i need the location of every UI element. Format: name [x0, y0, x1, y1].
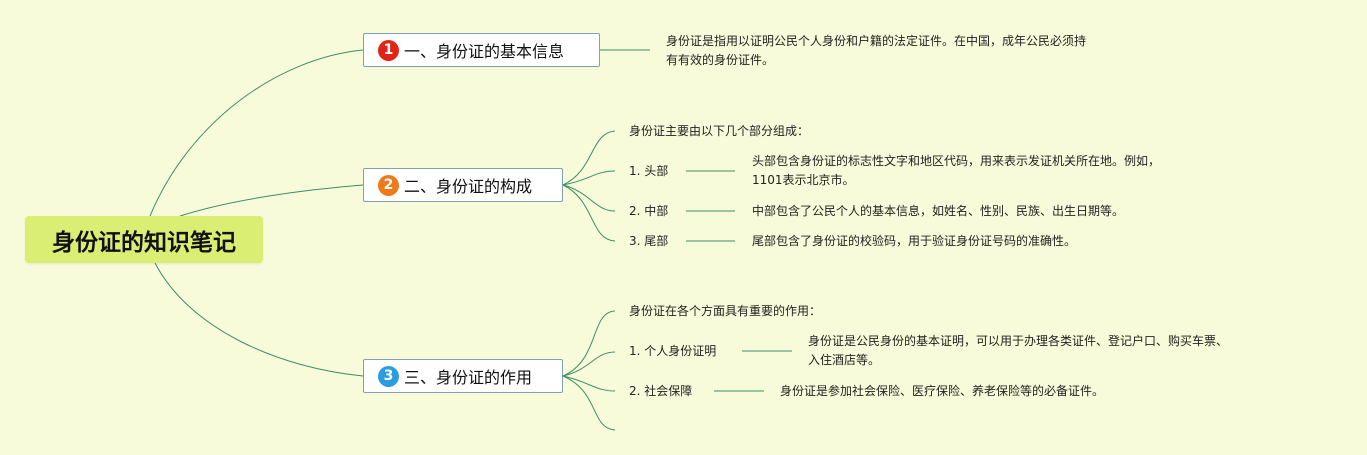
detail-basic-info[interactable]: 身份证是指用以证明公民个人身份和户籍的法定证件。在中国，成年公民必须持 有有效的… [666, 32, 1086, 70]
connector-root-branch1 [149, 49, 364, 217]
function-item-social-security[interactable]: 2. 社会保障 [629, 384, 693, 398]
connector-branch3-item1 [562, 351, 616, 377]
composition-item-middle-desc[interactable]: 中部包含了公民个人的基本信息，如姓名、性别、民族、出生日期等。 [752, 204, 1125, 218]
branch-title: 一、身份证的基本信息 [404, 42, 565, 61]
detail-line: 1101表示北京市。 [752, 173, 855, 187]
detail-line: 入住酒店等。 [808, 353, 881, 367]
connector-branch2-intro [562, 130, 616, 186]
connector-branch3-trail [562, 375, 616, 431]
composition-item-tail[interactable]: 3. 尾部 [629, 234, 669, 248]
number-badge-2-icon: 2 [378, 174, 399, 196]
detail-line: 身份证是公民身份的基本证明，可以用于办理各类证件、登记户口、购买车票、 [808, 334, 1229, 348]
composition-item-middle[interactable]: 2. 中部 [629, 204, 669, 218]
branch-title: 三、身份证的作用 [404, 368, 533, 387]
connector-branch2-item1 [562, 170, 616, 186]
number-badge-3-icon: 3 [378, 365, 399, 387]
composition-intro[interactable]: 身份证主要由以下几个部分组成： [629, 124, 810, 138]
function-item-identity[interactable]: 1. 个人身份证明 [629, 344, 717, 358]
connector-root-branch2 [179, 184, 364, 217]
detail-line: 身份证是指用以证明公民个人身份和户籍的法定证件。在中国，成年公民必须持 [666, 34, 1087, 48]
function-item-identity-desc[interactable]: 身份证是公民身份的基本证明，可以用于办理各类证件、登记户口、购买车票、 入住酒店… [808, 332, 1228, 370]
connector-branch3-intro [562, 310, 616, 377]
function-intro[interactable]: 身份证在各个方面具有重要的作用： [629, 304, 822, 318]
branch-basic-info[interactable]: 1 一、身份证的基本信息 [363, 33, 600, 67]
composition-item-head[interactable]: 1. 头部 [629, 164, 669, 178]
branch-title: 二、身份证的构成 [404, 177, 533, 196]
composition-item-tail-desc[interactable]: 尾部包含了身份证的校验码，用于验证身份证号码的准确性。 [752, 234, 1077, 248]
central-topic-label: 身份证的知识笔记 [52, 229, 236, 256]
connector-root-branch3 [154, 262, 364, 377]
central-topic[interactable]: 身份证的知识笔记 [25, 216, 263, 263]
composition-item-head-desc[interactable]: 头部包含身份证的标志性文字和地区代码，用来表示发证机关所在地。例如， 1101表… [752, 152, 1160, 190]
branch-composition[interactable]: 2 二、身份证的构成 [363, 168, 563, 202]
function-item-social-security-desc[interactable]: 身份证是参加社会保险、医疗保险、养老保险等的必备证件。 [780, 384, 1105, 398]
number-badge-1-icon: 1 [378, 39, 399, 61]
connector-branch2-item2 [562, 184, 616, 212]
connector-branch2-item3 [562, 184, 616, 242]
branch-function[interactable]: 3 三、身份证的作用 [363, 359, 563, 393]
detail-line: 头部包含身份证的标志性文字和地区代码，用来表示发证机关所在地。例如， [752, 154, 1161, 168]
connector-branch3-item2 [562, 375, 616, 392]
detail-line: 有有效的身份证件。 [666, 53, 775, 67]
